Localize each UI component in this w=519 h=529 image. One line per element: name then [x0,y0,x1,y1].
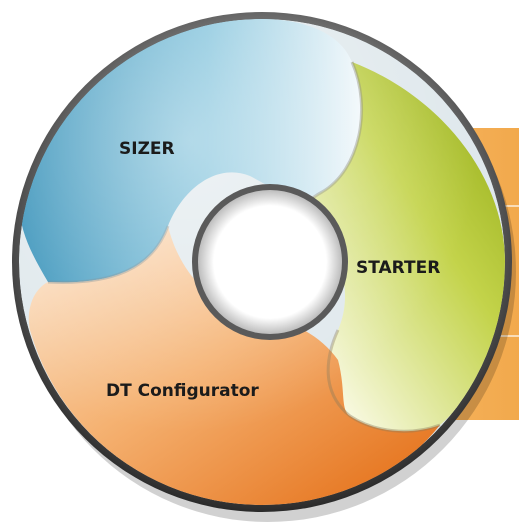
sizer-label: SIZER [119,139,175,159]
starter-label: STARTER [356,258,440,278]
dt-configurator-label: DT Configurator [106,381,259,401]
ring-hole [198,190,342,334]
